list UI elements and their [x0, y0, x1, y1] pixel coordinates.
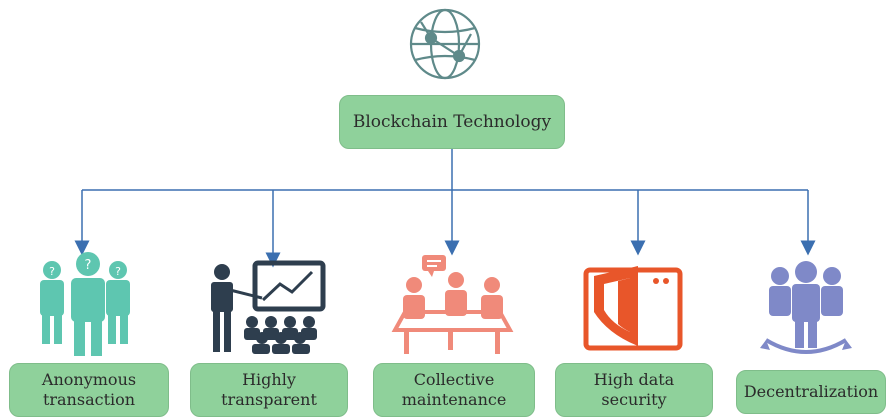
anonymous-people-icon: ? ? ?	[40, 252, 130, 356]
leaf-node-anonymous-transaction: Anonymous transaction	[9, 363, 169, 417]
root-node-box: Blockchain Technology	[339, 95, 565, 149]
svg-text:?: ?	[85, 258, 92, 273]
leaf-label: Collective maintenance	[401, 370, 507, 409]
leaf-label: High data security	[593, 370, 675, 409]
leaf-node-decentralization: Decentralization	[736, 370, 886, 414]
presentation-audience-icon	[211, 260, 326, 354]
meeting-table-icon	[391, 255, 514, 354]
distributed-group-icon	[760, 261, 852, 354]
leaf-label: Highly transparent	[221, 370, 317, 409]
leaf-node-collective-maintenance: Collective maintenance	[373, 363, 535, 417]
leaf-label: Decentralization	[743, 382, 879, 401]
svg-text:?: ?	[115, 265, 121, 278]
svg-text:?: ?	[49, 265, 55, 278]
security-shield-icon	[583, 266, 683, 351]
root-node-label: Blockchain Technology	[352, 112, 552, 132]
globe-network-icon	[409, 8, 481, 80]
leaf-node-high-data-security: High data security	[555, 363, 713, 417]
leaf-node-highly-transparent: Highly transparent	[190, 363, 348, 417]
connector-lines	[74, 149, 816, 268]
leaf-label: Anonymous transaction	[41, 370, 137, 409]
